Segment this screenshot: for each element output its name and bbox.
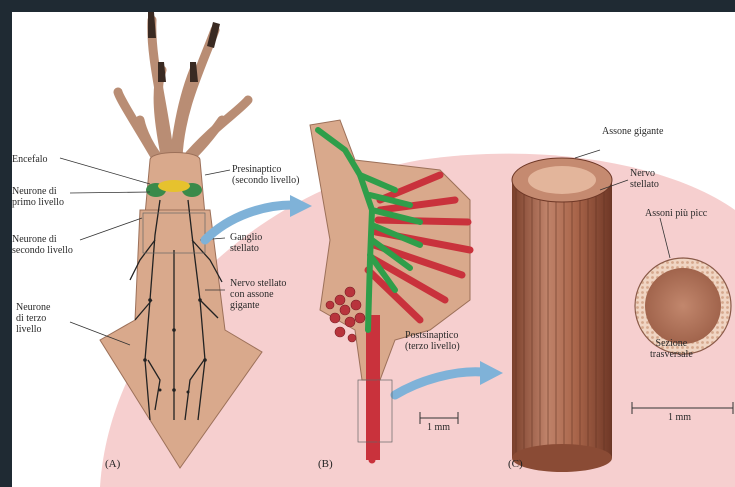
label-neurone-primo-livello: Neurone di primo livello xyxy=(12,186,64,208)
panel-label-b: (B) xyxy=(318,458,333,470)
scale-label-c: 1 mm xyxy=(668,412,691,423)
label-encefalo: Encefalo xyxy=(12,154,48,165)
label-assone-gigante: Assone gigante xyxy=(602,126,663,137)
label-neurone-terzo-livello: Neurone di terzo livello xyxy=(16,302,50,335)
label-ganglio-stellato: Ganglio stellato xyxy=(230,232,262,254)
label-nervo-stellato: Nervo stellato con assone gigante xyxy=(230,278,286,311)
label-presinaptico: Presinaptico (secondo livello) xyxy=(232,164,299,186)
label-sezione-trasversale: Sezione trasversale xyxy=(650,338,693,360)
label-postsinaptico: Postsinaptico (terzo livello) xyxy=(405,330,460,352)
label-assoni-piu-piccoli: Assoni più picc xyxy=(645,208,707,219)
label-neurone-secondo-livello: Neurone di secondo livello xyxy=(12,234,73,256)
panel-label-a: (A) xyxy=(105,458,120,470)
scale-label-b: 1 mm xyxy=(427,422,450,433)
label-nervo-stellato-c: Nervo stellato xyxy=(630,168,659,190)
panel-label-c: (C) xyxy=(508,458,523,470)
